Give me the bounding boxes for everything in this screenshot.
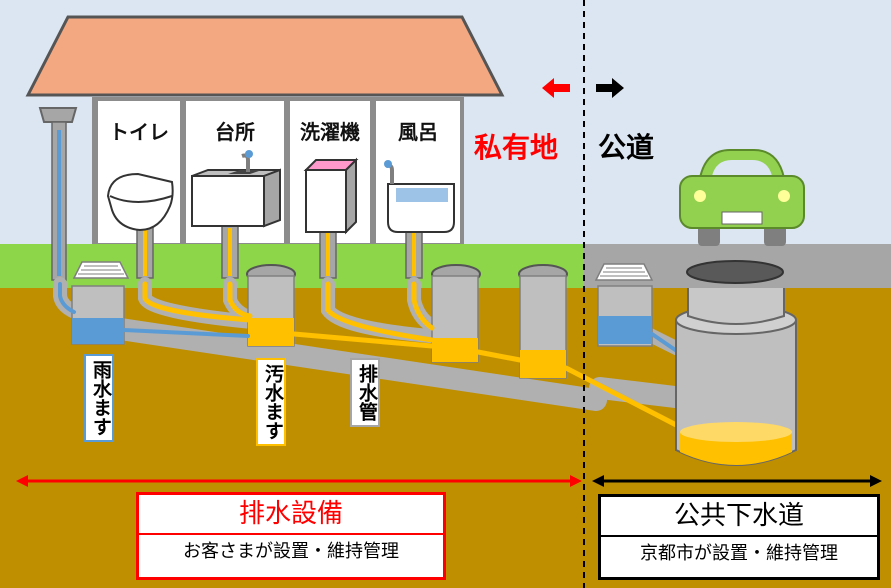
car — [679, 149, 805, 246]
sewage-flow — [142, 281, 685, 431]
room-label-bath: 風呂 — [398, 120, 438, 144]
public-sewer-main — [675, 288, 797, 466]
sewage-basin-3-water — [520, 350, 566, 378]
drainage-facility-title: 排水設備 — [238, 499, 343, 529]
sewage-basin-label: 汚水ます — [256, 358, 286, 446]
rain-basin-water — [72, 318, 124, 344]
room-label-kitchen: 台所 — [215, 120, 255, 144]
drainage-facility-note: お客さまが設置・維持管理 — [139, 533, 443, 569]
sewer-span-arrow — [592, 475, 882, 487]
public-sewer-note: 京都市が設置・維持管理 — [601, 535, 877, 571]
washing-machine — [303, 157, 359, 279]
public-rain-basin-water — [598, 316, 652, 344]
rain-basin-label: 雨水ます — [84, 354, 114, 442]
toilet-fixture — [106, 172, 174, 279]
public-road-label: 公道 — [598, 131, 655, 164]
drainage-facility-box: 排水設備 お客さまが設置・維持管理 — [136, 492, 446, 580]
sewage-basin-2-water — [432, 338, 478, 362]
drain-pipe-label: 排水管 — [350, 358, 380, 427]
gutter — [38, 107, 78, 123]
room-label-toilet: トイレ — [109, 120, 169, 144]
bathtub — [384, 160, 455, 279]
arrow-right-icon — [596, 78, 624, 98]
sewage-basin-1-water — [248, 318, 294, 346]
rain-basin-grate — [72, 261, 130, 279]
room-label-washer: 洗濯機 — [300, 120, 360, 144]
drainage-span-arrow — [16, 475, 582, 487]
house-roof — [25, 15, 505, 97]
public-sewer-title: 公共下水道 — [673, 501, 804, 531]
public-sewer-box: 公共下水道 京都市が設置・維持管理 — [598, 494, 880, 580]
public-rain-grate — [594, 263, 654, 281]
arrow-left-icon — [542, 78, 570, 98]
manhole-lid — [686, 260, 784, 284]
private-land-label: 私有地 — [474, 131, 559, 164]
